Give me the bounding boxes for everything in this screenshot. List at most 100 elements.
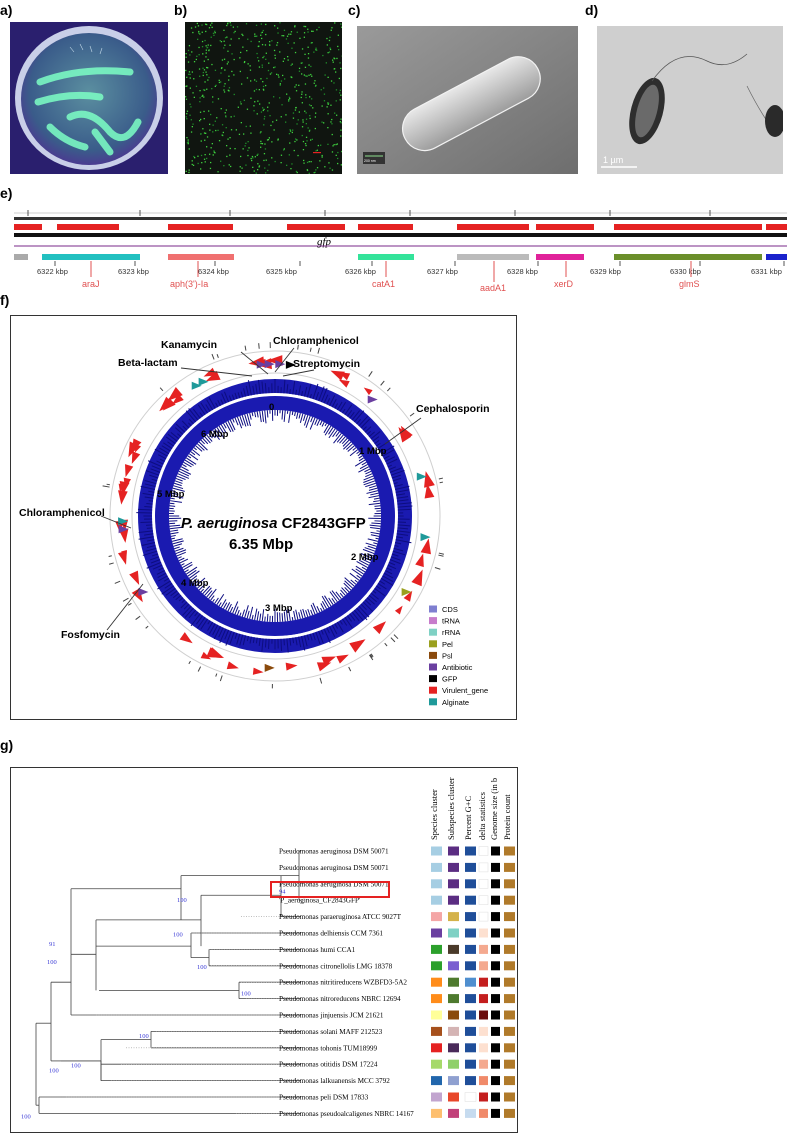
taxon-label: Pseudomonas solani MAFF 212523 (279, 1028, 383, 1036)
cds-spike (283, 410, 286, 422)
cds-spike (190, 451, 196, 456)
feature-marker (118, 525, 129, 534)
fluor-cell (206, 46, 209, 49)
fluor-cell (258, 45, 260, 47)
fluor-cell (277, 74, 279, 76)
fluor-cell (261, 44, 264, 46)
feature-marker (264, 663, 275, 672)
cds-spike (198, 583, 206, 591)
virulent-gene-mark (167, 386, 183, 402)
fluor-cell (289, 142, 291, 144)
cds-spike (146, 544, 156, 549)
metadata-cell (479, 928, 488, 938)
panel-label-f: f) (0, 292, 10, 308)
fluor-cell (283, 148, 285, 150)
fluor-cell (283, 35, 285, 37)
cds-spike (176, 551, 186, 557)
metadata-cell (431, 1043, 442, 1053)
fluor-cell (223, 40, 225, 42)
fluor-cell (216, 117, 218, 119)
feature-marker (285, 360, 296, 369)
fluor-cell (261, 64, 263, 66)
fluor-cell (217, 129, 219, 131)
fluor-cell (202, 74, 204, 77)
cds-spike (394, 484, 403, 488)
fluor-cell (206, 66, 208, 69)
cds-spike (361, 566, 367, 571)
metadata-cell (479, 1059, 488, 1069)
fluor-cell (214, 120, 216, 122)
fluor-cell (333, 82, 335, 84)
cds-spike (170, 534, 176, 537)
fluor-cell (193, 96, 195, 98)
cds-spike (170, 495, 184, 499)
fluor-cell (334, 58, 336, 60)
metadata-cell (491, 1092, 500, 1102)
fluor-cell (319, 160, 321, 162)
fluor-cell (271, 40, 273, 42)
fluor-cell (191, 163, 193, 166)
fluor-cell (327, 102, 330, 104)
fluor-cell (197, 38, 199, 40)
fluor-cell (285, 38, 288, 40)
metadata-cell (431, 862, 442, 872)
cds-spike (291, 411, 294, 416)
cds-spike (169, 502, 175, 505)
fluor-cell (261, 143, 264, 145)
fluor-cell (315, 49, 317, 51)
virulent-gene-mark (411, 569, 423, 587)
cds-spike (358, 455, 363, 459)
legend-label: CDS (442, 605, 458, 614)
cds-spike (223, 602, 228, 609)
fluor-cell (287, 59, 289, 61)
cds-spike (188, 453, 199, 461)
fluor-cell (332, 59, 334, 61)
fluor-cell (314, 85, 317, 87)
fluor-cell (245, 164, 247, 166)
cds-spike (171, 492, 178, 495)
metadata-cell (504, 912, 515, 922)
fluor-cell (199, 120, 201, 122)
fluor-cell (321, 156, 323, 158)
cds-spike (329, 591, 338, 603)
cds-spike (172, 592, 180, 599)
cds-spike (245, 385, 249, 397)
cds-spike (389, 467, 403, 473)
fluorescence-micrograph (185, 22, 342, 174)
fluor-cell (327, 103, 329, 105)
fluor-cell (294, 26, 296, 28)
legend-swatch (429, 617, 437, 625)
metadata-cell (504, 862, 515, 872)
fluor-cell (301, 62, 303, 64)
metadata-cell (448, 977, 459, 987)
cds-spike (358, 466, 370, 473)
cds-spike (351, 611, 360, 622)
virulent-gene-mark (336, 654, 349, 664)
cds-spike (354, 579, 358, 583)
cds-spike (174, 546, 180, 550)
cds-spike (151, 465, 162, 471)
cds-spike (315, 631, 321, 645)
fluor-cell (265, 33, 267, 36)
cds-spike (178, 470, 190, 477)
fluor-cell (207, 44, 209, 46)
fluor-cell (300, 62, 302, 64)
cds-spike (170, 431, 180, 440)
cds-spike (258, 638, 261, 647)
cds-spike (340, 589, 346, 596)
metadata-cell (491, 977, 500, 987)
fluor-cell (248, 147, 250, 149)
metadata-cell (448, 1076, 459, 1086)
fluor-cell (186, 137, 188, 139)
cds-spike (315, 391, 320, 401)
cds-spike (397, 530, 410, 533)
cds-spike (331, 624, 338, 635)
fluor-cell (212, 32, 215, 34)
fluor-cell (257, 100, 259, 102)
cds-spike (386, 458, 398, 465)
taxon-label: Pseudomonas citronellolis LMG 18378 (279, 962, 393, 970)
feature-marker (275, 360, 286, 369)
fluor-cell (210, 36, 212, 38)
fluor-cell (229, 44, 231, 46)
fluor-cell (211, 26, 213, 28)
